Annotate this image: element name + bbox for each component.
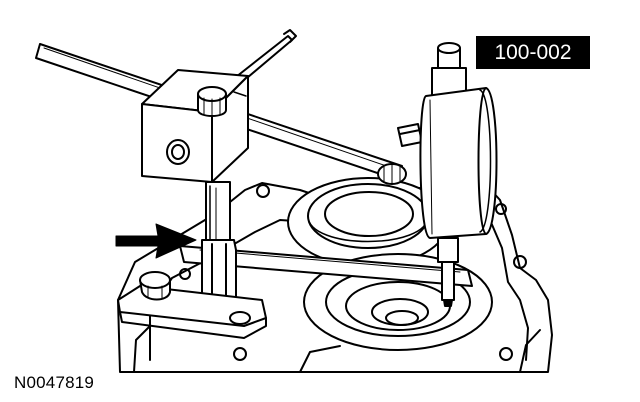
direction-arrow-icon bbox=[115, 223, 197, 259]
depth-gauge-column bbox=[201, 181, 237, 307]
tool-callout-label: 100-002 bbox=[476, 36, 590, 69]
figure-id: N0047819 bbox=[14, 373, 95, 392]
clamp-block bbox=[141, 69, 249, 183]
gauge-bar bbox=[179, 245, 473, 287]
dial-indicator bbox=[377, 42, 498, 307]
base-plate bbox=[117, 271, 267, 339]
